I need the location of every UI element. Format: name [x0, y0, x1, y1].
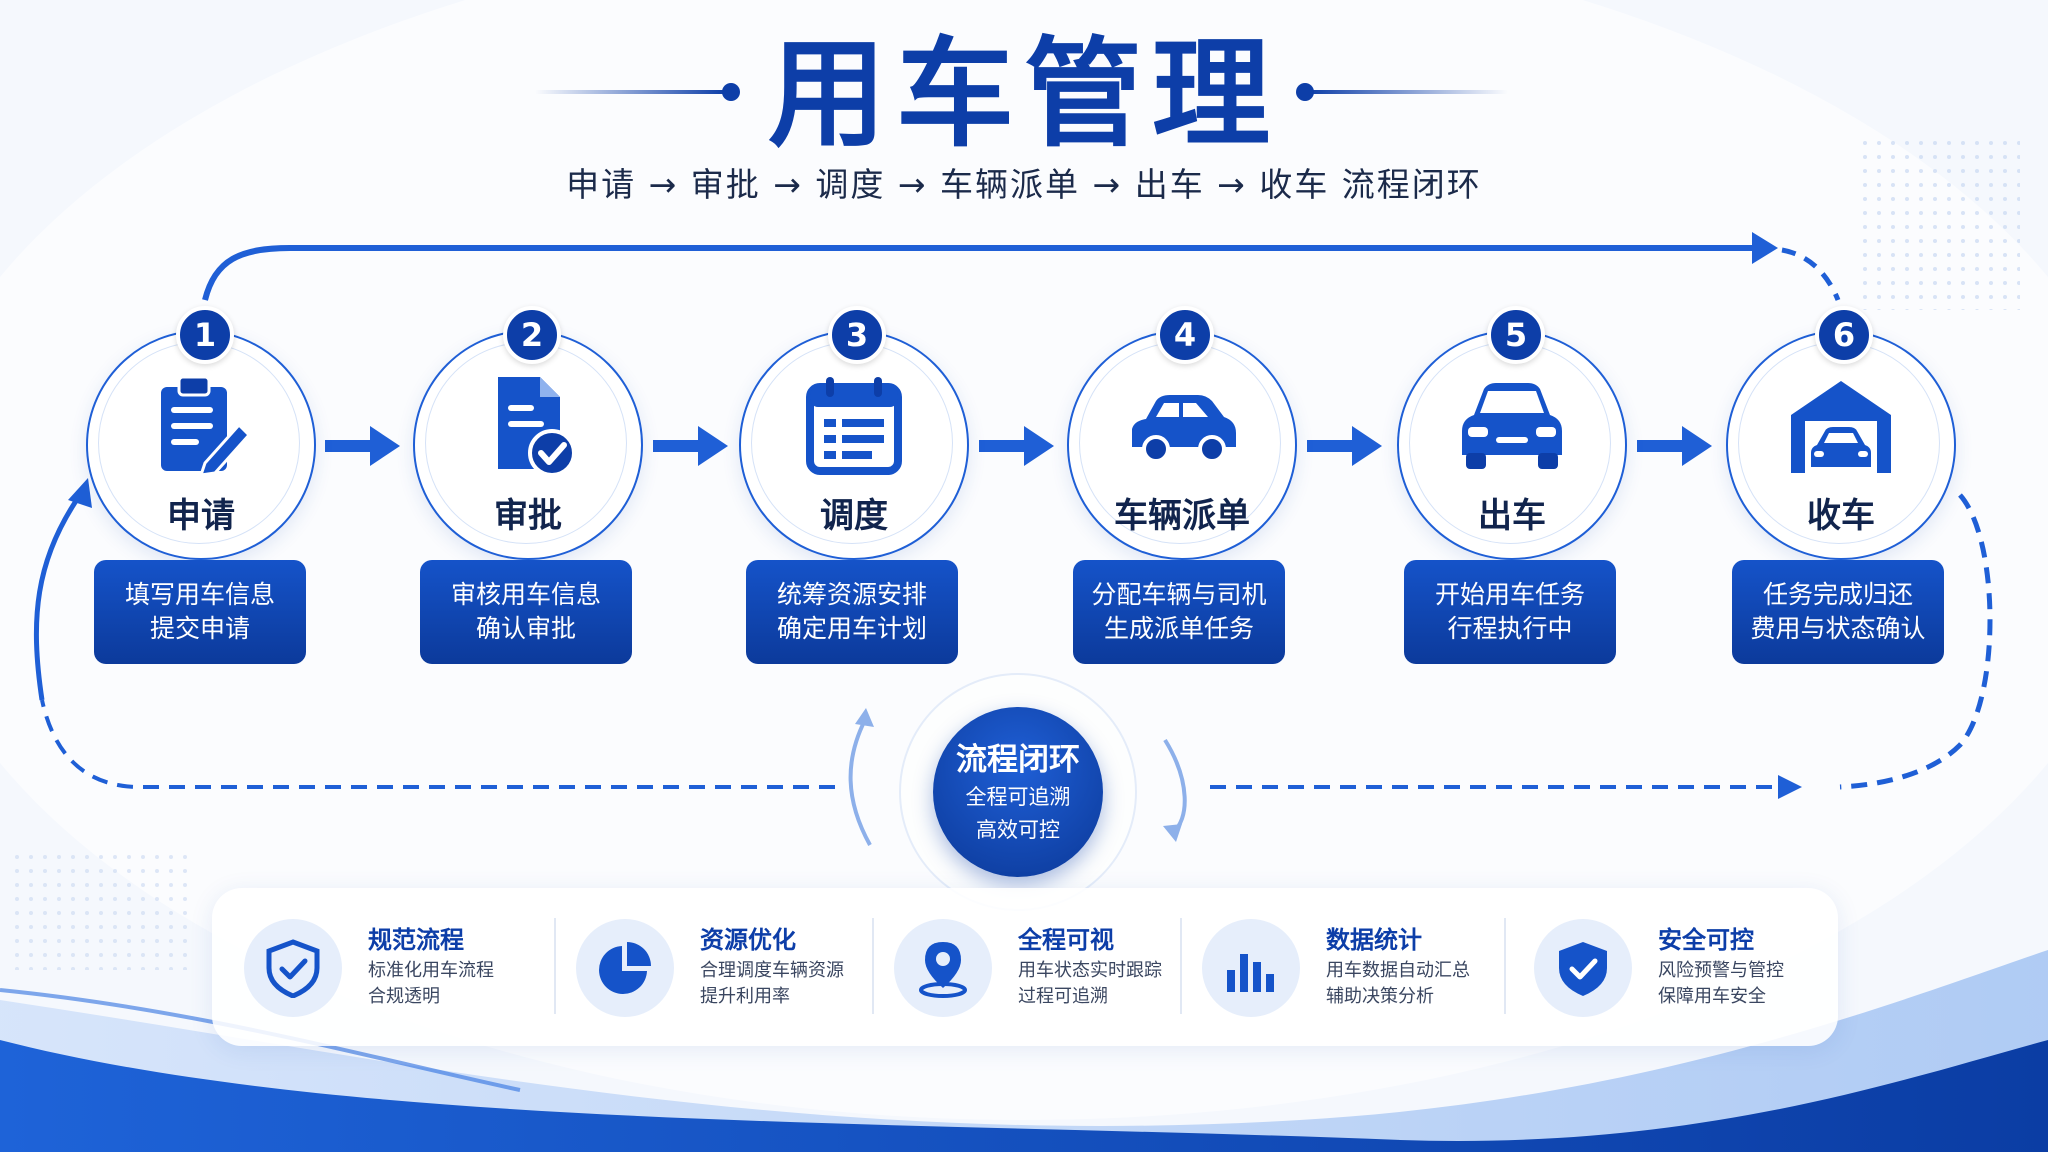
feature-divider: [554, 918, 556, 1014]
step-desc-box: 填写用车信息 提交申请: [94, 560, 306, 664]
step-label: 调度: [820, 496, 888, 536]
step-number-badge: 5: [1487, 306, 1545, 364]
step-label: 审批: [494, 496, 562, 536]
feature-desc-line: 辅助决策分析: [1326, 986, 1434, 1007]
page-title: 用车管理: [767, 25, 1280, 163]
step-departure: 出车: [1397, 330, 1627, 560]
step-number-badge: 1: [176, 306, 234, 364]
step-desc-box: 开始用车任务 行程执行中: [1404, 560, 1616, 664]
car-side-icon: [1132, 395, 1236, 463]
feature-title: 全程可视: [1018, 926, 1114, 954]
feature-desc-line: 用车状态实时跟踪: [1018, 960, 1162, 981]
feature-desc-line: 合理调度车辆资源: [700, 960, 844, 981]
title-decor-line-left: [535, 90, 725, 94]
feature-data-statistics: 数据统计 用车数据自动汇总 辅助决策分析: [1202, 914, 1502, 1022]
feature-title: 安全可控: [1658, 926, 1754, 954]
feature-desc: 标准化用车流程 合规透明: [368, 958, 494, 1010]
feature-desc: 合理调度车辆资源 提升利用率: [700, 958, 844, 1010]
feature-title: 资源优化: [700, 926, 796, 954]
title-wrap: 用车管理: [0, 30, 2048, 158]
feature-desc-line: 合规透明: [368, 986, 440, 1007]
clipboard-pen-icon: [161, 375, 252, 475]
step-number-badge: 4: [1156, 306, 1214, 364]
title-decor-dot-right: [1296, 83, 1314, 101]
step-apply: 申请: [86, 330, 316, 560]
step-desc-box: 任务完成归还 费用与状态确认: [1732, 560, 1944, 664]
step-number-badge: 3: [828, 306, 886, 364]
feature-divider: [872, 918, 874, 1014]
center-title: 流程闭环: [956, 742, 1080, 778]
feature-full-visibility: 全程可视 用车状态实时跟踪 过程可追溯: [894, 914, 1194, 1022]
step-desc-box: 统筹资源安排 确定用车计划: [746, 560, 958, 664]
step-label: 收车: [1807, 496, 1875, 536]
feature-desc-line: 用车数据自动汇总: [1326, 960, 1470, 981]
garage-icon: [1791, 381, 1891, 473]
feature-desc: 用车状态实时跟踪 过程可追溯: [1018, 958, 1162, 1010]
feature-icon-circle: [244, 919, 342, 1017]
feature-title: 规范流程: [368, 926, 464, 954]
feature-icon-circle: [1202, 919, 1300, 1017]
step-desc-line: 任务完成归还: [1762, 580, 1913, 609]
step-dispatch: 调度: [739, 330, 969, 560]
features-panel: 规范流程 标准化用车流程 合规透明 资源优化 合理调度车辆资源 提升利用率: [212, 888, 1838, 1046]
feature-desc-line: 保障用车安全: [1658, 986, 1766, 1007]
step-desc-box: 分配车辆与司机 生成派单任务: [1073, 560, 1285, 664]
shield-check-filled-icon: [1559, 942, 1607, 996]
feature-desc: 风险预警与管控 保障用车安全: [1658, 958, 1784, 1010]
step-number-badge: 2: [503, 306, 561, 364]
feature-standard-process: 规范流程 标准化用车流程 合规透明: [244, 914, 544, 1022]
step-desc-line: 审核用车信息: [450, 580, 601, 609]
car-front-icon: [1462, 383, 1562, 469]
step-desc-line: 费用与状态确认: [1750, 614, 1926, 643]
shield-check-icon: [266, 939, 320, 998]
feature-desc-line: 标准化用车流程: [368, 960, 494, 981]
step-label: 申请: [167, 496, 235, 536]
step-approve: 审批: [413, 330, 643, 560]
page-subtitle: 申请 → 审批 → 调度 → 车辆派单 → 出车 → 收车 流程闭环: [566, 165, 1482, 204]
step-label: 车辆派单: [1114, 496, 1250, 536]
calendar-list-icon: [806, 377, 902, 475]
step-label: 出车: [1478, 496, 1546, 536]
feature-desc-line: 风险预警与管控: [1658, 960, 1784, 981]
step-desc-line: 确定用车计划: [776, 614, 927, 643]
step-desc-line: 确认审批: [475, 614, 576, 643]
feature-desc: 用车数据自动汇总 辅助决策分析: [1326, 958, 1470, 1010]
feature-desc-line: 过程可追溯: [1018, 986, 1108, 1007]
feature-divider: [1504, 918, 1506, 1014]
top-loop-arrowhead: [1752, 232, 1778, 264]
step-desc-line: 填写用车信息: [124, 580, 275, 609]
step-vehicle-assign: 车辆派单: [1067, 330, 1297, 560]
step-desc-line: 提交申请: [149, 614, 250, 643]
step-ring-inner: [1409, 342, 1611, 544]
bar-chart-icon: [1227, 954, 1274, 992]
step-desc-line: 统筹资源安排: [776, 580, 927, 609]
feature-icon-circle: [894, 919, 992, 1017]
title-decor-line-right: [1308, 90, 1508, 94]
location-pin-icon: [919, 942, 967, 998]
step-desc-line: 开始用车任务: [1434, 580, 1585, 609]
step-desc-line: 行程执行中: [1447, 614, 1573, 643]
pie-chart-icon: [599, 942, 651, 994]
feature-resource-optimization: 资源优化 合理调度车辆资源 提升利用率: [576, 914, 876, 1022]
step-desc-line: 分配车辆与司机: [1091, 580, 1267, 609]
step-desc-line: 生成派单任务: [1103, 614, 1254, 643]
feature-divider: [1180, 918, 1182, 1014]
step-return: 收车: [1726, 330, 1956, 560]
center-loop-badge: 流程闭环 全程可追溯 高效可控: [933, 707, 1103, 877]
feature-desc-line: 提升利用率: [700, 986, 790, 1007]
step-number-badge: 6: [1815, 306, 1873, 364]
step-desc-box: 审核用车信息 确认审批: [420, 560, 632, 664]
document-check-icon: [498, 377, 576, 475]
top-loop-line: [202, 245, 1760, 301]
title-decor-dot-left: [722, 83, 740, 101]
feature-icon-circle: [1534, 919, 1632, 1017]
center-line: 高效可控: [976, 818, 1060, 842]
feature-safety-control: 安全可控 风险预警与管控 保障用车安全: [1534, 914, 1834, 1022]
center-line: 全程可追溯: [965, 785, 1071, 809]
feature-icon-circle: [576, 919, 674, 1017]
feature-title: 数据统计: [1326, 926, 1422, 954]
